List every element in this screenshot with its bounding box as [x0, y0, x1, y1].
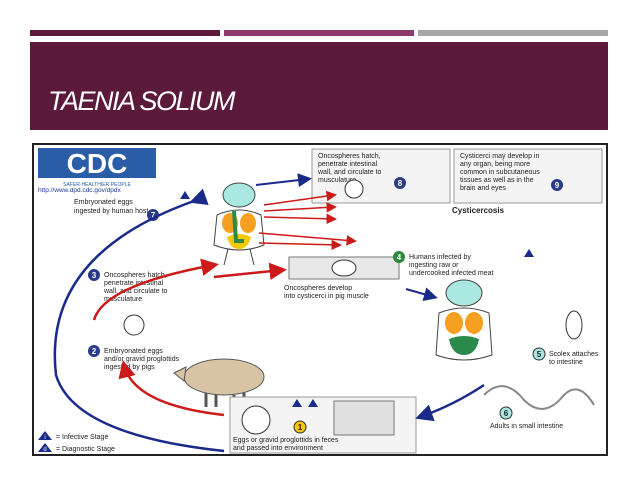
- logo-text: CDC: [67, 148, 128, 179]
- svg-text:2: 2: [92, 347, 97, 356]
- accent-bar-3: [418, 30, 608, 36]
- cysticercosis-label: Cysticercosis: [452, 206, 505, 215]
- life-cycle-figure: CDC SAFER·HEALTHIER·PEOPLE http://www.dp…: [32, 143, 608, 456]
- title-band: TAENIA SOLIUM: [30, 42, 608, 130]
- svg-text:7: 7: [151, 211, 156, 220]
- logo-tagline: SAFER·HEALTHIER·PEOPLE: [63, 182, 131, 188]
- step-6: 6 Adults in small intestine: [483, 385, 595, 430]
- svg-text:4: 4: [397, 253, 402, 262]
- svg-text:8: 8: [398, 179, 403, 188]
- arrow-7-to-8: [255, 173, 312, 188]
- infective-stage-icon: [180, 191, 190, 199]
- step-6-badge: [499, 406, 513, 420]
- arrow-3-to-muscle: [213, 262, 287, 280]
- legend-diagnostic: = Diagnostic Stage: [56, 446, 115, 453]
- upper-human-figure: [213, 182, 265, 266]
- scolex-icon: [565, 310, 583, 340]
- slide-title: TAENIA SOLIUM: [48, 86, 236, 116]
- svg-text:6: 6: [504, 409, 509, 418]
- svg-text:i: i: [44, 435, 45, 441]
- source-url: http://www.dpd.cdc.gov/dpdx: [38, 187, 121, 194]
- life-cycle-diagram: CDC SAFER·HEALTHIER·PEOPLE http://www.dp…: [38, 148, 603, 454]
- step-1-badge: [293, 420, 307, 434]
- svg-text:Oncospheres hatch,penetrate in: Oncospheres hatch,penetrate intestinalwa…: [317, 153, 382, 184]
- tapeworm-icon: [483, 385, 595, 410]
- accent-bar-1: [30, 30, 220, 36]
- step-8-badge: [394, 177, 406, 189]
- step-3: 3 Oncospheres hatch,penetrate intestinal…: [88, 269, 168, 336]
- svg-text:5: 5: [537, 350, 542, 359]
- lower-human-figure: [435, 279, 493, 361]
- svg-text:Oncospheres hatch,penetrate in: Oncospheres hatch,penetrate intestinalwa…: [103, 272, 168, 303]
- infective-stage-icon-2: [524, 249, 534, 257]
- arrow-6-to-1: [415, 383, 485, 422]
- step-4-badge: [393, 251, 405, 263]
- step-2-badge: [88, 345, 100, 357]
- svg-text:Adults in small intestine: Adults in small intestine: [490, 423, 563, 430]
- legend: i = Infective Stage d = Diagnostic Stage: [38, 431, 115, 453]
- arrow-2-to-3: [92, 258, 219, 321]
- step-9-badge: [551, 179, 563, 191]
- arrow-1-to-2: [118, 360, 225, 417]
- outer-cycle-arrow: [53, 188, 225, 453]
- cdc-logo: CDC SAFER·HEALTHIER·PEOPLE: [38, 148, 156, 188]
- step-5-badge: [532, 347, 546, 361]
- svg-text:3: 3: [92, 271, 97, 280]
- accent-bar-2: [224, 30, 414, 36]
- svg-text:9: 9: [555, 181, 560, 190]
- svg-text:1: 1: [298, 423, 303, 432]
- svg-text:d: d: [43, 447, 46, 453]
- pig-illustration: [173, 358, 265, 407]
- step-3-badge: [88, 269, 100, 281]
- legend-infective: = Infective Stage: [56, 434, 108, 441]
